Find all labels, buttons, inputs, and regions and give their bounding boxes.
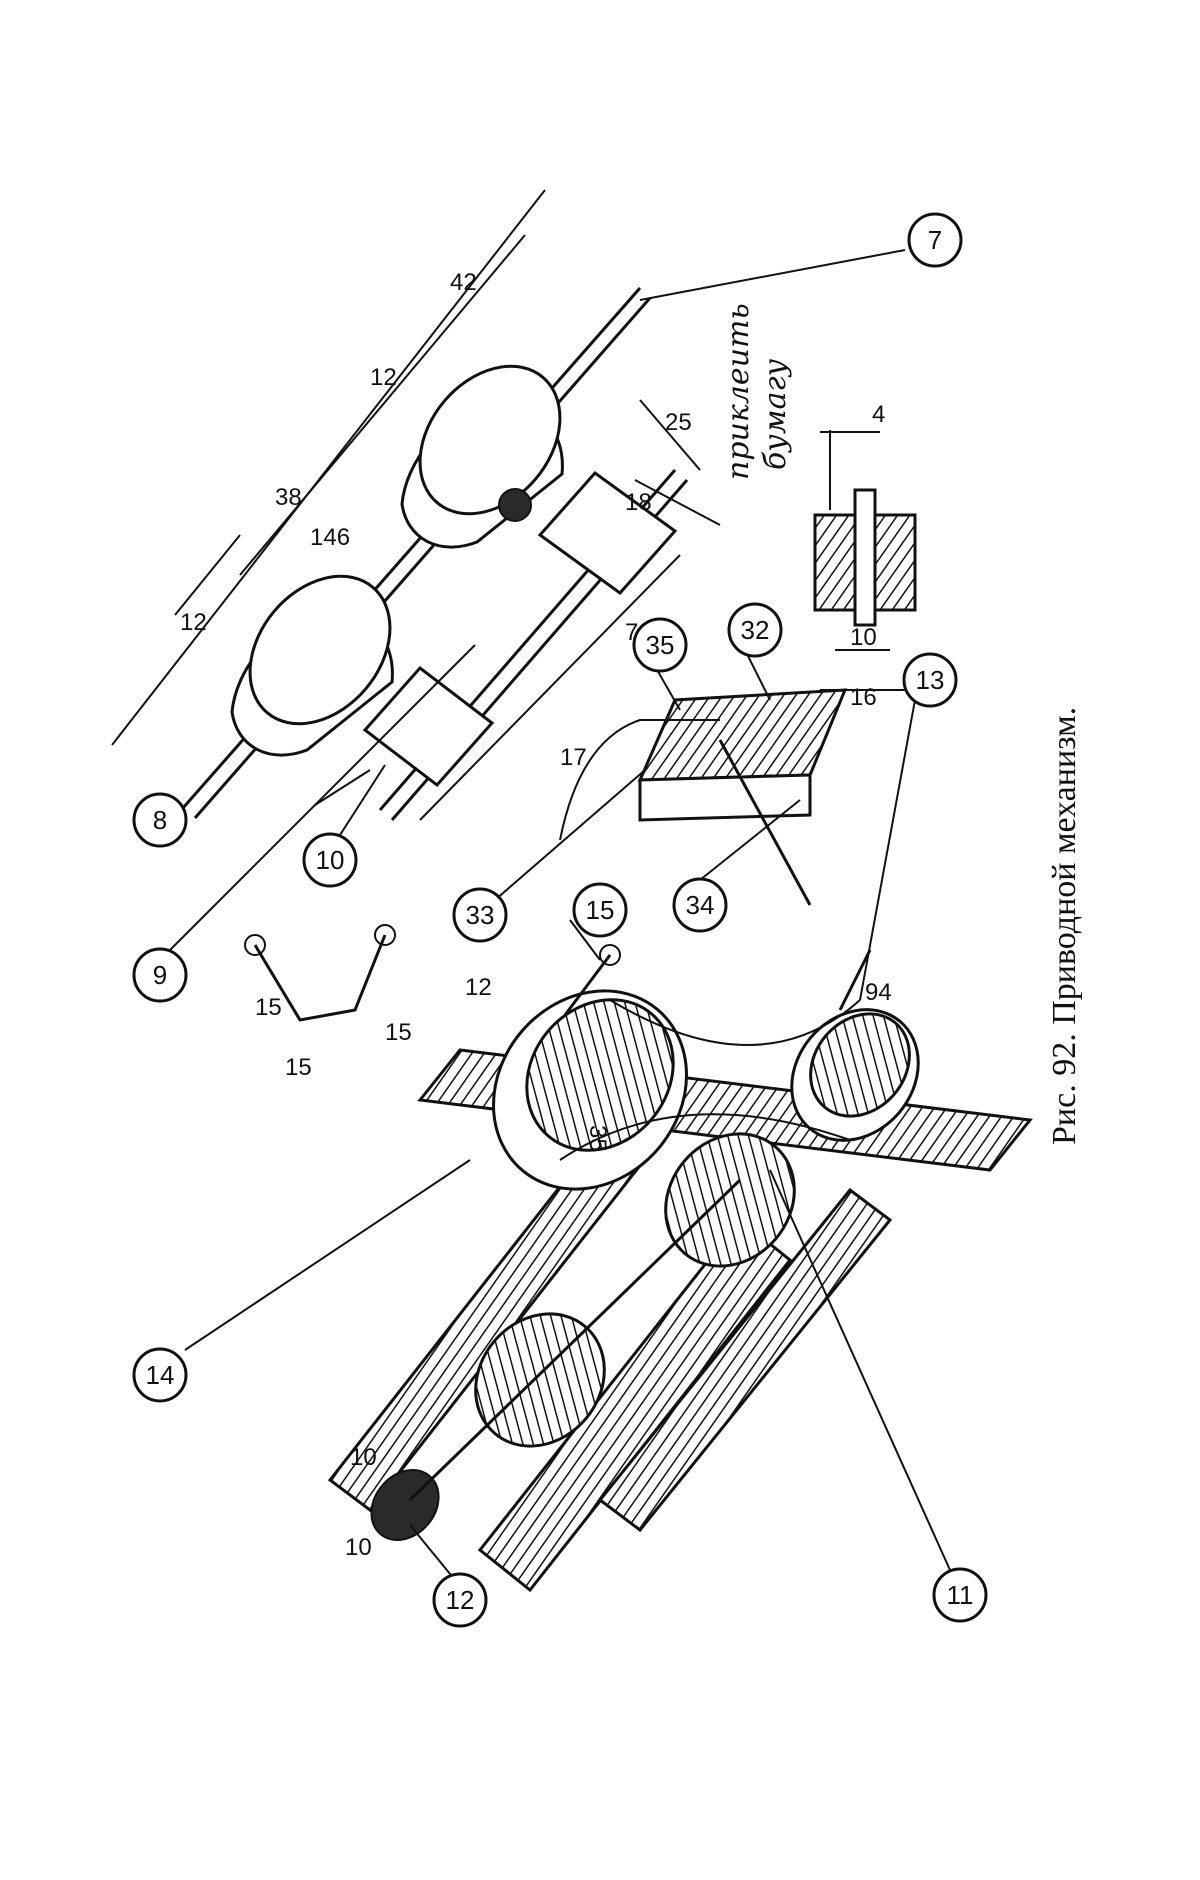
callout-33: 33 (454, 889, 506, 941)
figure-caption: Рис. 92. Приводной механизм. (1046, 707, 1083, 1145)
svg-text:13: 13 (916, 665, 945, 695)
svg-text:11: 11 (947, 1580, 974, 1610)
svg-text:35: 35 (646, 630, 675, 660)
dim-25: 25 (665, 409, 692, 436)
callout-12: 12 (434, 1574, 486, 1626)
dim-10-top: 10 (350, 1444, 377, 1471)
dim-15-a: 15 (255, 994, 282, 1021)
dim-38: 38 (275, 484, 302, 511)
svg-text:10: 10 (316, 845, 345, 875)
dim-15-c: 15 (385, 1019, 412, 1046)
dim-10-spool: 10 (850, 624, 877, 651)
callout-35: 35 (634, 619, 686, 671)
dim-15-b: 15 (285, 1054, 312, 1081)
svg-text:9: 9 (153, 960, 167, 990)
dim-17: 17 (560, 744, 587, 771)
callout-13: 13 (904, 654, 956, 706)
svg-text:34: 34 (686, 890, 715, 920)
dim-12-drum: 12 (465, 974, 492, 1001)
callout-14: 14 (134, 1349, 186, 1401)
svg-text:7: 7 (928, 225, 942, 255)
dim-12-right: 12 (370, 364, 397, 391)
callout-9: 9 (134, 949, 186, 1001)
dim-18: 18 (625, 489, 652, 516)
callout-15: 15 (574, 884, 626, 936)
callout-10: 10 (304, 834, 356, 886)
spool-detail (815, 430, 915, 690)
dim-94: 94 (865, 979, 892, 1006)
svg-text:33: 33 (466, 900, 495, 930)
dim-42: 42 (450, 269, 477, 296)
dim-12-left: 12 (180, 609, 207, 636)
dim-146: 146 (310, 524, 350, 551)
dim-35: 35 (584, 1125, 611, 1152)
dim-16: 16 (850, 684, 877, 711)
dim-10-bottom: 10 (345, 1534, 372, 1561)
svg-text:14: 14 (146, 1360, 175, 1390)
dim-4: 4 (872, 401, 885, 428)
frame-assembly (330, 945, 1030, 1590)
glue-note-line1: приклеить (721, 303, 756, 480)
callout-34: 34 (674, 879, 726, 931)
wooden-block (560, 690, 845, 905)
svg-text:15: 15 (586, 895, 615, 925)
callout-7: 7 (909, 214, 961, 266)
callout-32: 32 (729, 604, 781, 656)
svg-text:32: 32 (741, 615, 770, 645)
svg-text:8: 8 (153, 805, 167, 835)
svg-text:12: 12 (446, 1585, 475, 1615)
callout-11: 11 (934, 1569, 986, 1621)
callout-8: 8 (134, 794, 186, 846)
glue-note-line2: бумагу (758, 358, 793, 470)
